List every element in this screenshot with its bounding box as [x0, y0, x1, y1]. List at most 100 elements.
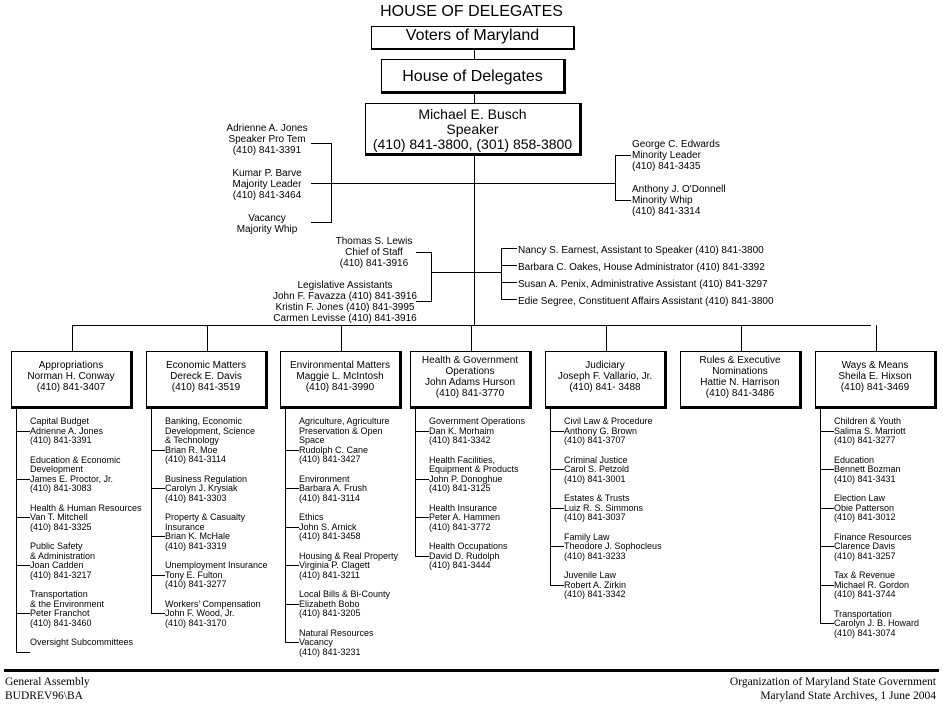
subcommittee-line: Michael R. Gordon [834, 579, 910, 590]
connector [311, 222, 332, 223]
subcommittee-name: Estates & Trusts [564, 493, 630, 503]
subcommittee-line: John P. Donoghue [429, 473, 503, 484]
connector [16, 517, 30, 518]
committee-line: Hattie N. Harrison [700, 377, 780, 388]
subcommittee-line: Space [299, 435, 325, 445]
officer-majority-leader: Kumar P. Barve Majority Leader (410) 841… [232, 168, 302, 201]
connector [550, 469, 564, 470]
connector [820, 409, 821, 624]
subcommittee-line: (410) 841-3037 [564, 512, 626, 522]
connector [151, 613, 165, 614]
subcommittee-line: Carolyn J. Krysiak [165, 483, 238, 493]
speaker-box: Michael E. Busch Speaker (410) 841-3800,… [365, 103, 582, 156]
subcommittee-name: Family Law [564, 531, 610, 542]
subcommittee-name: Capital Budget [30, 416, 90, 426]
connector [311, 143, 332, 144]
subcommittee-line: John F. Wood, Jr. [165, 608, 235, 618]
subcommittee-line: & Administration [30, 550, 96, 561]
connector [415, 556, 429, 557]
subcommittee-line: (410) 841-3205 [299, 608, 361, 618]
subcommittee-name: Business Regulation [165, 473, 248, 484]
subcommittee-line: Adrienne A. Jones [30, 425, 104, 436]
connector [151, 536, 165, 537]
subcommittee-name: Education [834, 454, 875, 465]
subcommittee-line: Van T. Mitchell [30, 512, 88, 522]
subcommittee-line: & the Environment [30, 598, 105, 609]
connector [16, 479, 30, 480]
connector [471, 325, 472, 352]
subcommittee-name: Health & Human Resources [30, 502, 142, 513]
subcommittee-line: (410) 841-3001 [564, 473, 626, 484]
connector [501, 282, 517, 283]
connector [820, 546, 834, 547]
connector [416, 301, 432, 302]
subcommittee-name: Juvenile Law [564, 570, 617, 580]
connector [285, 642, 299, 643]
subcommittee-line: (410) 841-3257 [834, 550, 896, 561]
committee-line: Operations [445, 366, 495, 377]
subcommittee-name: Local Bills & Bi-County [299, 589, 391, 599]
connector [550, 546, 564, 547]
committee-line: Norman H. Conway [27, 371, 115, 382]
subcommittee-name: Agriculture, Agriculture [299, 416, 390, 426]
connector [820, 431, 834, 432]
connector [431, 252, 432, 302]
subcommittee-name: Housing & Real Property [299, 550, 399, 561]
connector [501, 299, 517, 300]
subcommittee-line: (410) 841-3342 [564, 589, 626, 599]
officer-speaker-pro-tem: Adrienne A. Jones Speaker Pro Tem (410) … [226, 123, 308, 156]
committee-name: Ways & Means [841, 360, 909, 371]
subcommittee-line: Luiz R. S. Simmons [564, 502, 644, 513]
connector [820, 585, 834, 586]
connector [550, 585, 564, 586]
subcommittee-name: Criminal Justice [564, 454, 628, 465]
connector [474, 94, 475, 104]
connector [16, 613, 30, 614]
subcommittee-line: (410) 841-3012 [834, 512, 896, 522]
subcommittee-line: (410) 841-3772 [429, 521, 491, 532]
subcommittee-line: Salima S. Marriott [834, 425, 906, 436]
connector [550, 431, 564, 432]
subcommittee-line: Theodore J. Sophocleus [564, 541, 662, 551]
subcommittee-line: (410) 841-3083 [30, 483, 92, 493]
connector [16, 431, 30, 432]
connector [415, 479, 429, 480]
subcommittee-line: Elizabeth Bobo [299, 598, 360, 609]
subcommittee-line: Clarence Davis [834, 541, 896, 551]
committee-name: Judiciary [585, 360, 625, 371]
subcommittee-line: (410) 841-3125 [429, 483, 491, 493]
subcommittee-line: John S. Arnick [299, 521, 357, 532]
connector [550, 508, 564, 509]
subcommittee-line: (410) 841-3303 [165, 492, 227, 503]
subcommittee-name: Unemployment Insurance [165, 560, 268, 570]
subcommittee-line: (410) 841-3427 [299, 454, 361, 464]
subcommittee-line: Vacancy [299, 637, 333, 647]
subcommittee-line: Development [30, 464, 84, 474]
connector [606, 325, 607, 352]
subcommittee-line: (410) 841-3114 [165, 454, 226, 464]
connector [615, 200, 631, 201]
connector [151, 409, 152, 614]
subcommittee-line: (410) 841-3277 [165, 579, 227, 589]
connector [820, 623, 834, 624]
subcommittee-line: Carolyn J. B. Howard [834, 618, 920, 628]
subcommittee-line: (410) 841-3217 [30, 569, 92, 580]
subcommittee-line: Bennett Bozman [834, 464, 901, 474]
committee-name: Economic Matters [165, 360, 247, 371]
